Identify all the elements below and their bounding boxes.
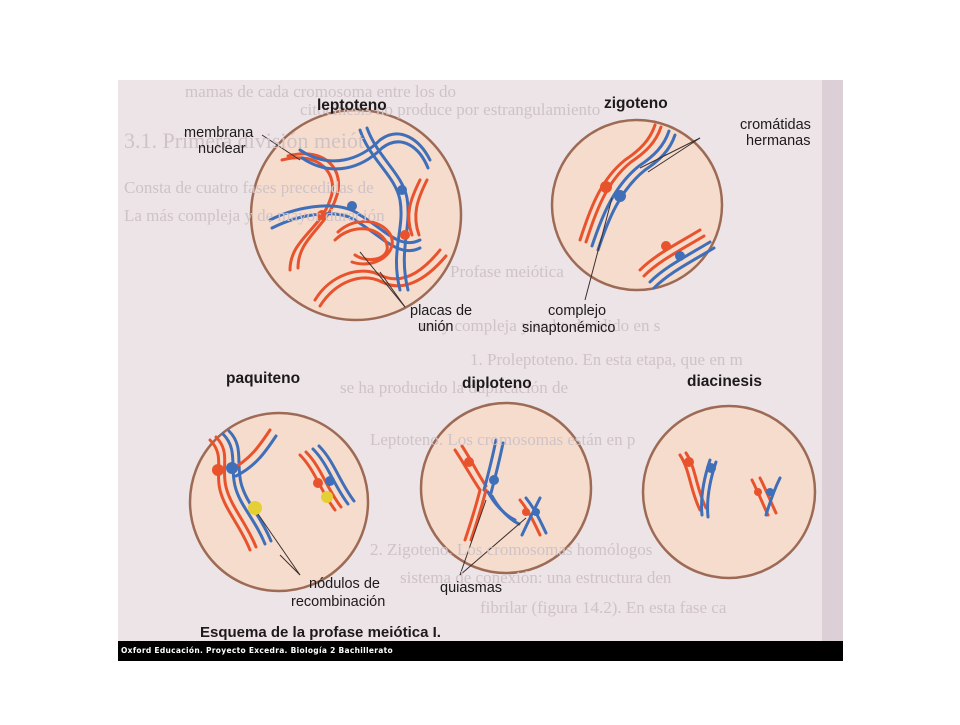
bg-text-line: 1. Proleptoteno. En esta etapa, que en m: [470, 350, 743, 369]
label-placas-line1: placas de: [410, 303, 473, 319]
paquiteno-bivalents: [208, 428, 356, 552]
paquiteno-centromere-red: [212, 464, 224, 476]
zigoteno-centromere-red: [600, 181, 612, 193]
bg-text-line: sistema de conexión: una estructura den: [400, 568, 672, 587]
bg-text-line: 2. Zigoteno. Los cromosomas homólogos: [370, 540, 653, 559]
bg-text-line: Consta de cuatro fases precedidas de: [124, 178, 374, 197]
stage-title-diploteno: diploteno: [462, 375, 532, 392]
bg-text-line: citocinesis no produce por estrangulamie…: [300, 100, 601, 119]
bg-text-line: Leptoteno. Los cromosomas están en p: [370, 430, 636, 449]
label-complejo-line1: complejo: [548, 303, 607, 319]
diploteno-centromere-red: [464, 457, 474, 467]
bg-text-line: fibrilar (figura 14.2). En esta fase ca: [480, 598, 727, 617]
bg-text-line: muy compleja y se ha dividido en s: [420, 316, 661, 335]
stage-title-paquiteno: paquiteno: [226, 370, 301, 387]
label-cromatidas-line1: cromátidas: [740, 117, 811, 133]
figure-caption: Esquema de la profase meiótica I.: [200, 624, 441, 641]
recombination-nodule-2: [321, 491, 333, 503]
bg-text-line: La más compleja y de mayor duración: [124, 206, 385, 225]
diploteno-centromere-red-2: [522, 508, 530, 516]
bg-text-line: 3.1. Primera división meiót: [124, 128, 365, 153]
source-credit: Oxford Educación. Proyecto Excedra. Biol…: [121, 646, 393, 655]
diacinesis-centromere-red-2: [754, 488, 762, 496]
leptoteno-chromosomes: [268, 126, 448, 308]
page-fold-shadow: [822, 80, 843, 661]
cell-diploteno: [419, 401, 593, 575]
diacinesis-centromere-red: [684, 457, 694, 467]
label-nodulos-line2: recombinación: [291, 594, 386, 610]
cell-leptoteno: [249, 108, 463, 322]
zigoteno-chromosomes: [578, 123, 716, 290]
leptoteno-attachment-plates: [317, 185, 410, 240]
stage-title-leptoteno: leptoteno: [317, 97, 387, 114]
cell-paquiteno: [188, 411, 370, 593]
credit-band: [118, 641, 843, 661]
stage-title-zigoteno: zigoteno: [604, 95, 668, 112]
label-complejo-line2: sinaptonémico: [522, 320, 616, 336]
bg-text-line: Profase meiótica: [450, 262, 564, 281]
label-quiasmas: quiasmas: [440, 580, 503, 596]
leader-lines: [257, 134, 701, 576]
zigoteno-centromere-blue-2: [675, 251, 685, 261]
cell-diacinesis: [641, 404, 817, 580]
diacinesis-centromere-blue: [706, 463, 716, 473]
diacinesis-centromere-blue-2: [766, 488, 774, 496]
bg-text-line: se ha producido la duplicación de: [340, 378, 569, 397]
diploteno-centromere-blue-2: [532, 508, 540, 516]
label-membrana-line2: nuclear: [198, 141, 246, 157]
paquiteno-centromere-blue-2: [325, 476, 335, 486]
label-nodulos-line1: nódulos de: [309, 576, 380, 592]
zigoteno-centromere-blue: [614, 190, 626, 202]
label-cromatidas-line2: hermanas: [746, 133, 811, 149]
label-placas-line2: unión: [418, 319, 454, 335]
bg-text-line: mamas de cada cromosoma entre los do: [185, 82, 456, 101]
label-membrana-line1: membrana: [184, 125, 254, 141]
paquiteno-centromere-red-2: [313, 478, 323, 488]
recombination-nodule: [248, 501, 262, 515]
diploteno-bivalents: [453, 438, 548, 542]
stage-title-diacinesis: diacinesis: [687, 373, 762, 390]
paquiteno-centromere-blue: [226, 462, 238, 474]
cell-zigoteno: [550, 118, 724, 292]
diploteno-centromere-blue: [489, 475, 499, 485]
zigoteno-centromere-red-2: [661, 241, 671, 251]
